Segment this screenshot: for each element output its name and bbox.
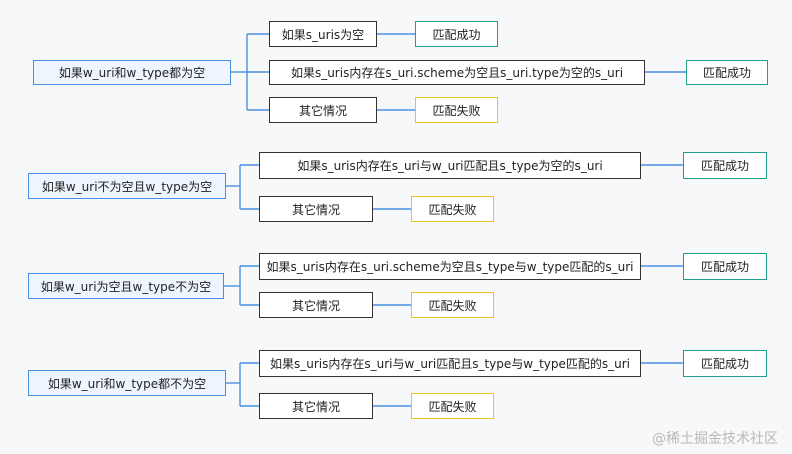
condition-node: 如果s_uris内存在s_uri.scheme为空且s_uri.type为空的s… bbox=[269, 60, 645, 85]
result-fail-node: 匹配失败 bbox=[411, 196, 494, 222]
condition-node: 其它情况 bbox=[259, 292, 373, 318]
root-node: 如果w_uri和w_type都不为空 bbox=[28, 370, 226, 396]
condition-node: 如果s_uris内存在s_uri与w_uri匹配且s_type为空的s_uri bbox=[259, 152, 641, 179]
result-success-node: 匹配成功 bbox=[683, 152, 767, 179]
condition-node: 如果s_uris内存在s_uri与w_uri匹配且s_type与w_type匹配… bbox=[259, 350, 641, 377]
result-fail-node: 匹配失败 bbox=[411, 292, 494, 318]
root-node: 如果w_uri为空且w_type不为空 bbox=[28, 273, 224, 299]
result-fail-node: 匹配失败 bbox=[415, 97, 498, 123]
watermark: @稀土掘金技术社区 bbox=[652, 431, 778, 447]
condition-node: 如果s_uris为空 bbox=[269, 21, 377, 47]
root-node: 如果w_uri和w_type都为空 bbox=[33, 60, 231, 85]
condition-node: 其它情况 bbox=[269, 97, 377, 123]
root-node: 如果w_uri不为空且w_type为空 bbox=[28, 173, 226, 199]
result-success-node: 匹配成功 bbox=[683, 253, 767, 280]
condition-node: 其它情况 bbox=[259, 196, 373, 222]
result-success-node: 匹配成功 bbox=[686, 60, 768, 85]
result-success-node: 匹配成功 bbox=[683, 350, 767, 377]
condition-node: 如果s_uris内存在s_uri.scheme为空且s_type与w_type匹… bbox=[259, 253, 641, 280]
result-fail-node: 匹配失败 bbox=[411, 393, 494, 419]
condition-node: 其它情况 bbox=[259, 393, 373, 419]
result-success-node: 匹配成功 bbox=[415, 21, 498, 47]
